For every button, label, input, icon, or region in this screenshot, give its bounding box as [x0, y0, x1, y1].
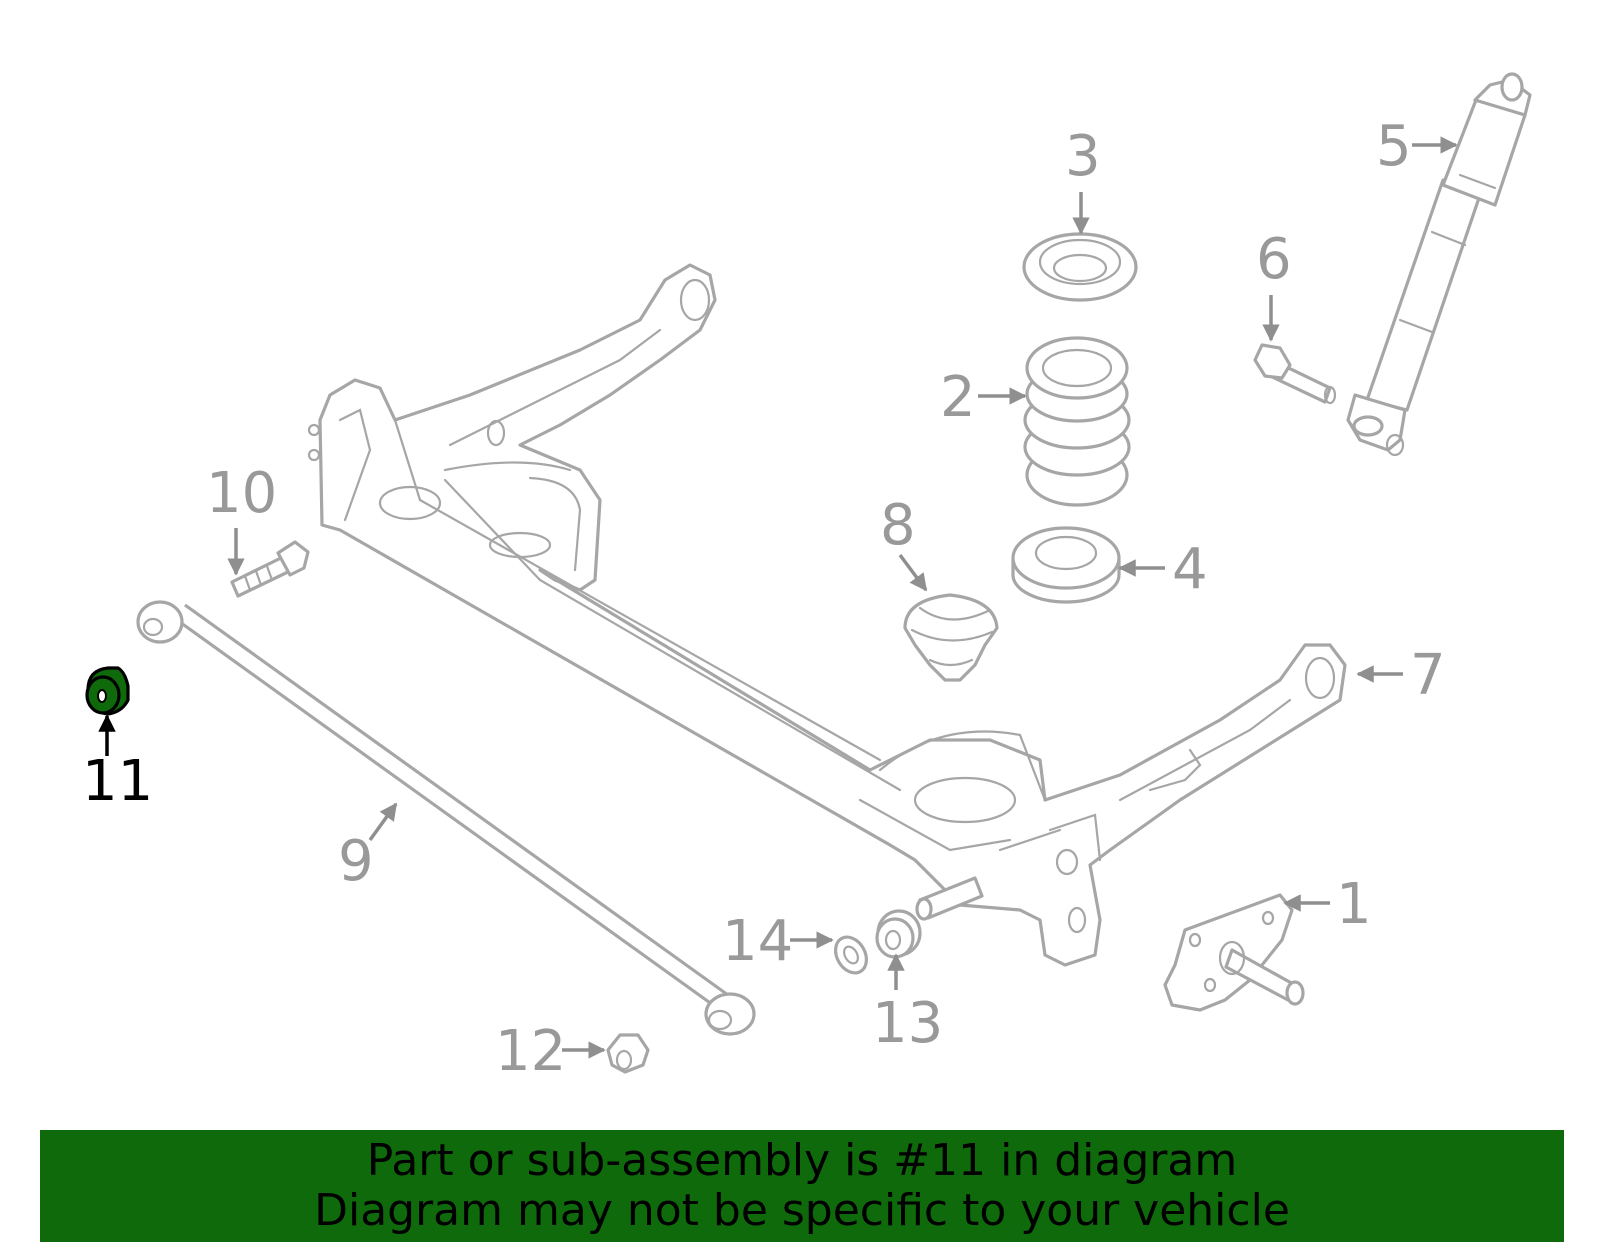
info-banner: Part or sub-assembly is #11 in diagram D…: [40, 1130, 1564, 1242]
callout-1: 1: [1336, 872, 1372, 937]
callout-13: 13: [872, 991, 943, 1056]
spring-seat-upper: [1022, 232, 1138, 302]
callout-14: 14: [722, 909, 793, 974]
callout-6: 6: [1256, 227, 1292, 292]
axle-beam: [307, 263, 1347, 967]
bolt-6: [1253, 343, 1337, 405]
callout-2: 2: [940, 365, 976, 430]
callouts: 1 2 3 4 5 6 7 8 9 10 11 12 13 14: [82, 114, 1458, 1084]
banner-line-1: Part or sub-assembly is #11 in diagram: [366, 1135, 1238, 1186]
callout-11: 11: [82, 749, 153, 814]
stub-axle: [1163, 893, 1305, 1012]
callout-3: 3: [1065, 124, 1101, 189]
coil-spring: [1023, 336, 1131, 507]
callout-10: 10: [206, 461, 277, 526]
banner-line-2: Diagram may not be specific to your vehi…: [314, 1185, 1290, 1236]
shock-absorber: [1346, 72, 1532, 457]
bushing-13: [875, 909, 922, 959]
callout-12: 12: [495, 1019, 566, 1084]
callout-7: 7: [1410, 643, 1446, 708]
callout-5: 5: [1376, 114, 1412, 179]
nut-12: [606, 1033, 650, 1074]
bump-stop: [903, 593, 999, 682]
callout-8: 8: [880, 493, 916, 558]
bolt-10: [230, 540, 310, 598]
bushing-11-highlighted: [85, 666, 130, 716]
washer-14: [833, 935, 869, 975]
callout-4: 4: [1172, 537, 1208, 602]
track-rod: [136, 600, 756, 1036]
spring-seat-lower: [1011, 526, 1121, 604]
callout-9: 9: [338, 829, 374, 894]
